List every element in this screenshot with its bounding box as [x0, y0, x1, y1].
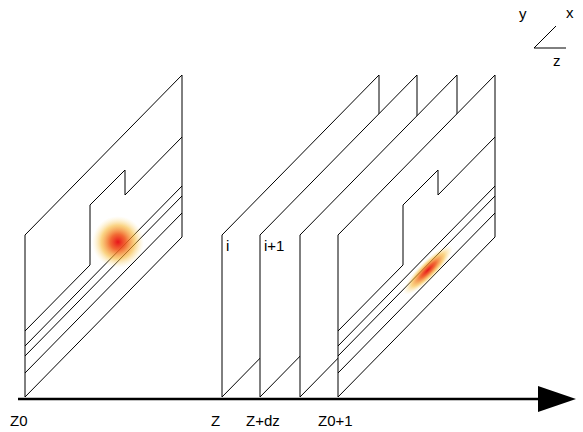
plane	[25, 75, 182, 397]
plane	[338, 75, 495, 397]
planes	[25, 75, 495, 397]
z-axis	[18, 386, 576, 412]
axis-label: z	[553, 53, 561, 68]
layer-line	[338, 196, 495, 356]
mode-spot	[398, 240, 459, 301]
position-label: Z0	[10, 413, 28, 428]
position-label: Z+dz	[246, 413, 280, 428]
layer-line	[25, 196, 182, 356]
position-label: Z0+1	[318, 413, 353, 428]
axis-triad	[534, 26, 566, 48]
rib-outline	[25, 137, 182, 331]
axis-label: y	[519, 6, 527, 21]
mode-spot	[92, 216, 144, 268]
plane-index: i+1	[264, 238, 284, 253]
rib-outline	[338, 137, 495, 331]
layer-line	[25, 213, 182, 373]
position-label: Z	[211, 413, 220, 428]
layer-line	[338, 186, 495, 346]
plane-index: i	[226, 238, 229, 253]
axis-label: x	[566, 5, 574, 20]
layer-line	[25, 186, 182, 346]
layer-line	[338, 213, 495, 373]
